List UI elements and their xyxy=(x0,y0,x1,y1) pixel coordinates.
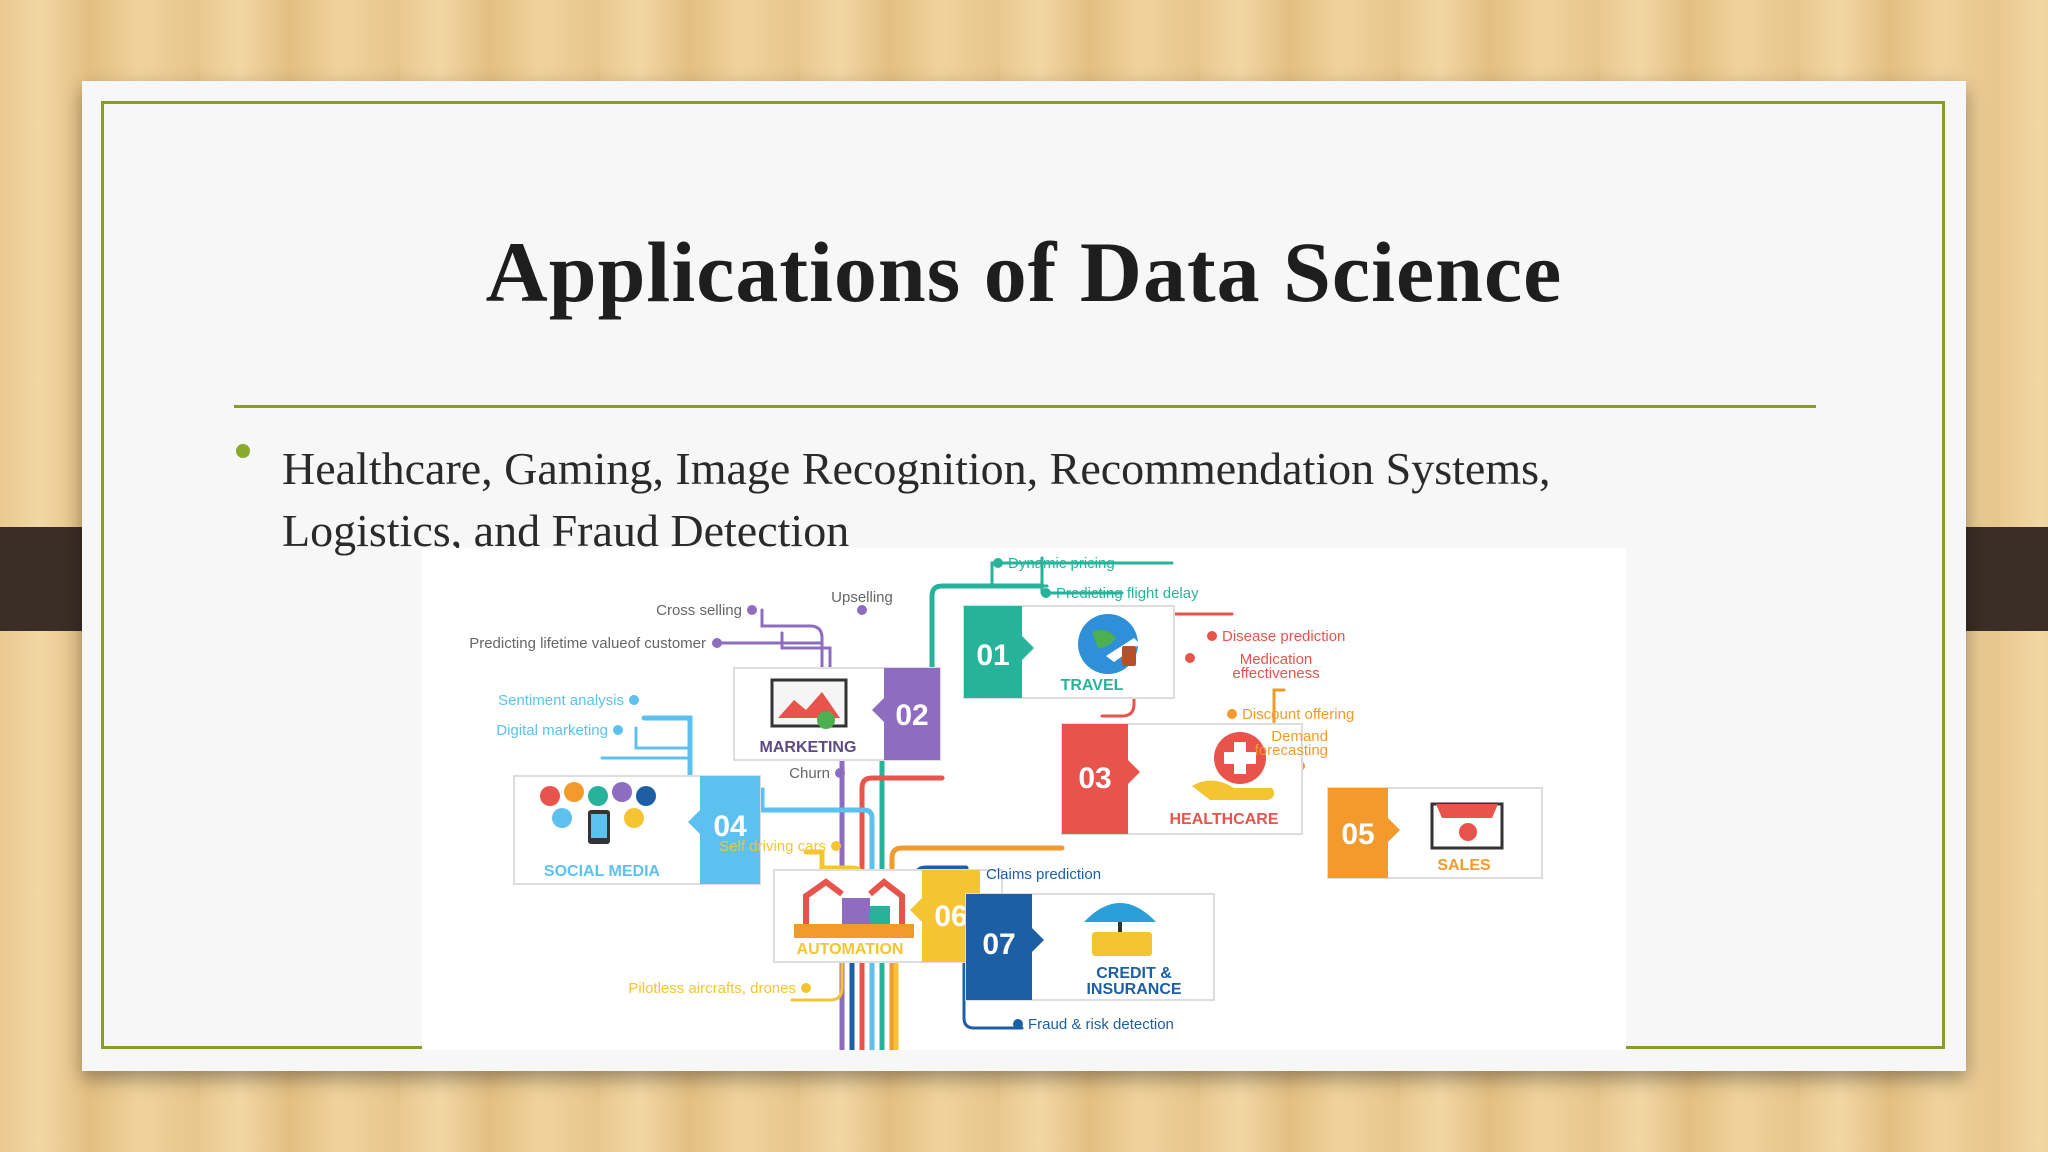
dot-flight-delay xyxy=(1041,588,1051,598)
label-sentiment: Sentiment analysis xyxy=(498,692,624,709)
marketing-branch-cross xyxy=(715,608,824,680)
label-dynamic-pricing: Dynamic pricing xyxy=(1008,555,1115,572)
automation-branch-bottom xyxy=(790,946,844,1002)
healthcare-label: HEALTHCARE xyxy=(1169,811,1278,828)
dot-self-driving xyxy=(831,841,841,851)
sales-connector xyxy=(889,845,1065,1050)
marketing-label: MARKETING xyxy=(760,739,857,756)
label-pilotless: Pilotless aircrafts, drones xyxy=(628,980,796,997)
dot-digital xyxy=(613,725,623,735)
label-churn: Churn xyxy=(789,765,830,782)
dot-dynamic-pricing xyxy=(993,558,1003,568)
label-disease: Disease prediction xyxy=(1222,628,1345,645)
label-demand-2: forecasting xyxy=(1255,742,1328,759)
slide-title: Applications of Data Science xyxy=(485,224,1563,320)
label-upselling: Upselling xyxy=(831,589,893,606)
sales-number: 05 xyxy=(1341,818,1374,851)
healthcare-connector xyxy=(859,775,945,1050)
box-automation: 06 AUTOMATION xyxy=(773,869,1003,963)
dot-churn xyxy=(835,768,845,778)
automation-number: 06 xyxy=(934,900,967,933)
box-travel: 01 TRAVEL xyxy=(963,605,1175,699)
automation-label: AUTOMATION xyxy=(797,941,904,958)
box-healthcare: 03 HEALTHCARE xyxy=(1061,723,1303,835)
applications-diagram: 01 TRAVEL 02 MARKETING 03 HEALTHCARE 04 xyxy=(422,548,1626,1050)
credit-insurance-number: 07 xyxy=(982,928,1015,961)
label-self-driving: Self driving cars xyxy=(719,838,826,855)
credit-branch-bottom xyxy=(962,914,1024,1030)
label-fraud: Fraud & risk detection xyxy=(1028,1016,1174,1033)
bullet-line-1: Healthcare, Gaming, Image Recognition, R… xyxy=(282,443,1551,494)
dot-medication xyxy=(1185,653,1195,663)
bullet-text: Healthcare, Gaming, Image Recognition, R… xyxy=(282,438,1782,562)
social-network-people-icon xyxy=(540,782,656,844)
travel-label: TRAVEL xyxy=(1061,677,1124,694)
dot-fraud xyxy=(1013,1019,1023,1029)
label-flight-delay: Predicting flight delay xyxy=(1056,585,1199,602)
label-medication-2: effectiveness xyxy=(1232,665,1319,682)
umbrella-money-icon xyxy=(1084,903,1156,922)
label-digital: Digital marketing xyxy=(496,722,608,739)
label-medication-1: Medication xyxy=(1240,651,1313,668)
dot-upselling xyxy=(857,605,867,615)
dot-disease xyxy=(1207,631,1217,641)
travel-branch xyxy=(1040,556,1124,595)
presentation-board-icon xyxy=(770,678,848,728)
label-cross-selling: Cross selling xyxy=(656,602,742,619)
box-social-media: 04 SOCIAL MEDIA xyxy=(513,775,761,885)
dot-pilotless xyxy=(801,983,811,993)
box-credit-insurance: 07 CREDIT & INSURANCE xyxy=(965,893,1215,1001)
credit-insurance-label-1: CREDIT & xyxy=(1096,965,1172,982)
label-claims: Claims prediction xyxy=(986,866,1101,883)
box-marketing: 02 MARKETING xyxy=(733,667,941,761)
robot-factory-icon xyxy=(794,878,914,938)
social-media-number: 04 xyxy=(713,810,747,843)
healthcare-number: 03 xyxy=(1078,762,1111,795)
bullet-icon xyxy=(236,444,250,458)
dot-sentiment xyxy=(629,695,639,705)
social-branch xyxy=(600,726,692,760)
credit-insurance-label-2: INSURANCE xyxy=(1086,981,1181,998)
box-sales: 05 SALES xyxy=(1326,787,1543,879)
dot-cross-selling xyxy=(747,605,757,615)
travel-number: 01 xyxy=(976,639,1009,672)
title-underline xyxy=(234,405,1816,408)
sales-label: SALES xyxy=(1437,857,1491,874)
dot-lifetime xyxy=(712,638,722,648)
dot-discount xyxy=(1227,709,1237,719)
social-media-label: SOCIAL MEDIA xyxy=(544,863,661,880)
marketing-number: 02 xyxy=(895,699,928,732)
bullet-line-2: Logistics, and Fraud Detection xyxy=(282,505,850,556)
label-discount: Discount offering xyxy=(1242,706,1354,723)
label-lifetime: Predicting lifetime valueof customer xyxy=(469,635,706,652)
label-demand-1: Demand xyxy=(1271,728,1328,745)
